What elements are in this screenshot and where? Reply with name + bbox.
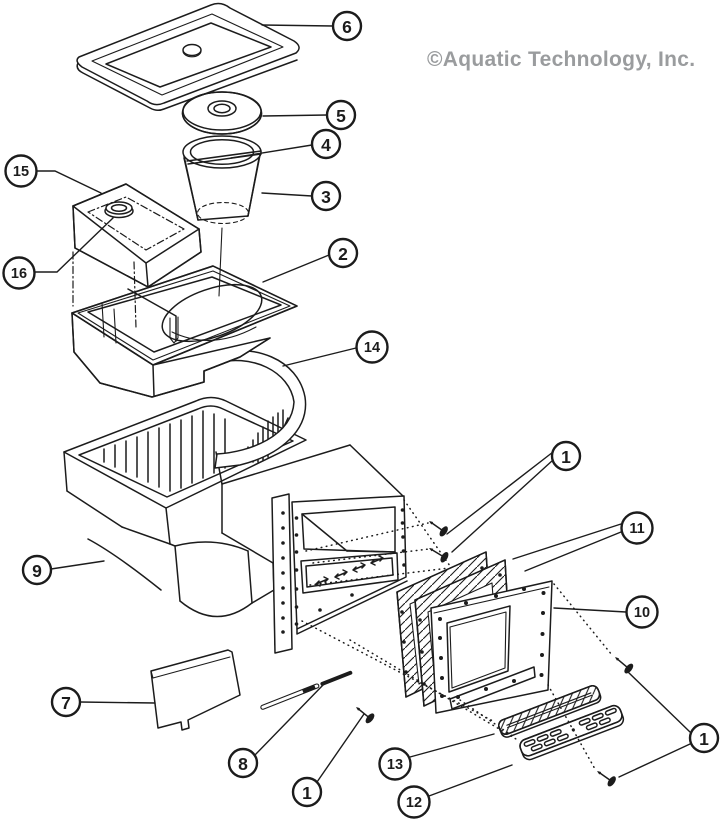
pivot-rod-part8 [260,670,353,710]
faceplate-screw-holes [438,587,546,699]
float-box-part15 [72,183,202,329]
svg-text:2: 2 [338,244,348,264]
vent-grate-part12 [519,704,625,761]
callout-14: 14 [282,330,389,367]
svg-text:7: 7 [61,693,71,713]
callout-2: 2 [262,237,359,283]
screw-icon [429,548,449,563]
callout-7: 7 [50,686,156,718]
faceplate-part10 [430,580,553,714]
weir-door-part7 [150,649,241,731]
extension-collar-part2 [71,265,298,398]
svg-text:1: 1 [302,783,312,803]
round-cover-part5 [181,91,263,135]
copyright-watermark: ©Aquatic Technology, Inc. [427,48,696,71]
svg-text:8: 8 [238,754,248,774]
callout-13: 13 [378,733,495,781]
svg-text:3: 3 [321,187,331,207]
callout-16: 16 [2,217,114,290]
axis-line [218,227,223,297]
screw-icon [429,521,448,537]
svg-text:9: 9 [32,561,42,581]
callout-6: 6 [261,10,363,42]
gasket-strip-part13 [498,685,602,738]
callout-5: 5 [262,99,357,131]
molded-arrows [315,555,384,587]
callout-1: 1 [446,440,582,553]
flange-screw-holes [281,508,406,634]
svg-text:10: 10 [634,605,650,621]
float-knob-part16 [104,201,134,219]
screw-icon [356,707,375,724]
callout-15: 15 [4,154,102,194]
svg-text:11: 11 [629,521,644,537]
callout-9: 9 [21,554,105,586]
svg-text:15: 15 [13,164,29,180]
svg-text:4: 4 [321,135,331,155]
svg-text:6: 6 [342,17,352,37]
skimmer-body [63,396,408,654]
skimmer-lid-part6 [76,2,300,112]
callout-1: 1 [291,713,365,808]
skimmer-basket-part3 [182,135,262,225]
callout-10: 10 [553,595,659,629]
callout-11: 11 [512,511,654,572]
throat-extension-part14 [206,349,307,469]
screw-icon [615,657,634,674]
svg-text:1: 1 [699,729,709,749]
curved-blade-part9 [87,538,162,591]
svg-text:5: 5 [336,106,346,126]
screw-icon [597,771,616,787]
svg-text:16: 16 [11,266,27,282]
callout-3: 3 [261,180,342,212]
basin-hatching [103,410,226,492]
svg-text:12: 12 [406,795,422,811]
faceplate-screws-part1 [356,521,634,787]
exploded-parts-drawing [63,2,634,787]
svg-text:13: 13 [387,757,403,773]
callout-12: 12 [397,764,513,819]
callout-8: 8 [227,683,325,779]
svg-text:14: 14 [364,340,380,356]
svg-text:1: 1 [561,447,571,467]
callout-1: 1 [618,670,720,778]
callout-4: 4 [230,128,342,160]
